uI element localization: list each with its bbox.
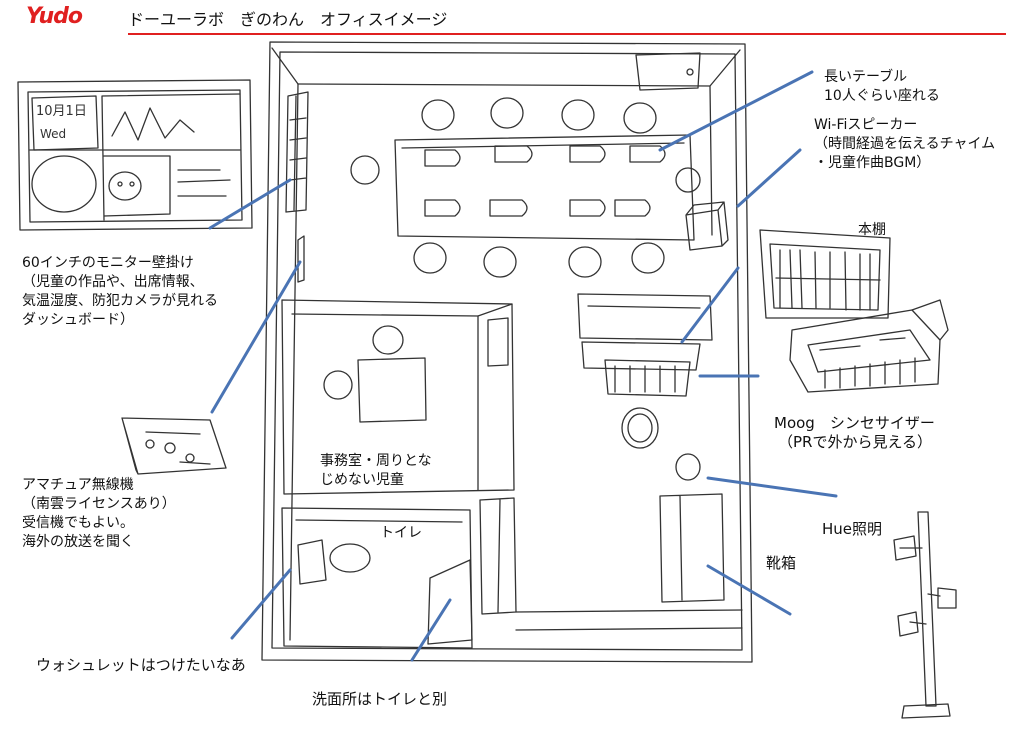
label-monitor: 60インチのモニター壁掛け （児童の作品や、出席情報、 気温湿度、防犯カメラが見…	[22, 255, 218, 328]
label-shoebox: 靴箱	[766, 554, 797, 572]
floor-strip	[515, 609, 743, 631]
door-sketch	[635, 52, 701, 91]
hue-lamp-sketch	[893, 511, 957, 719]
stools	[350, 97, 701, 278]
toilet-room	[281, 507, 473, 649]
outer-walls	[261, 41, 753, 663]
leader-speaker	[736, 148, 802, 208]
label-toilet: トイレ	[380, 525, 422, 541]
leader-hue	[706, 476, 838, 498]
leader-shoebox	[706, 564, 792, 616]
leader-monitor	[208, 178, 292, 230]
label-washroom: 洗面所はトイレと別	[312, 690, 448, 708]
bookshelf-sketch	[759, 229, 891, 319]
synth-sketch	[789, 299, 949, 393]
yudo-logo: Yudo	[26, 4, 83, 29]
leader-washroom	[410, 598, 452, 662]
label-office: 事務室・周りとな じめない児童	[320, 453, 432, 488]
label-table: 長いテーブル 10人ぐらい座れる	[824, 69, 940, 104]
label-moog: Moog シンセサイザー （PRで外から見える）	[774, 414, 935, 451]
leader-bookshelf	[680, 266, 740, 344]
leader-washlet	[230, 568, 292, 640]
sketch-date: 10月1日	[36, 104, 87, 119]
label-radio: アマチュア無線機 （南雲ライセンスあり） 受信機でもよい。 海外の放送を聞く	[22, 477, 176, 550]
wall-monitor	[285, 91, 309, 213]
label-washlet: ウォシュレットはつけたいなあ	[36, 656, 246, 674]
shoe-box	[659, 493, 725, 603]
long-table	[394, 134, 695, 241]
leader-lines	[208, 70, 838, 662]
moog-stand	[577, 293, 713, 397]
dashboard-sketch	[17, 79, 253, 231]
title-underline	[128, 33, 1006, 35]
label-bookshelf: 本棚	[858, 222, 886, 238]
sketch-day: Wed	[40, 127, 66, 141]
corridor-wall	[479, 497, 517, 615]
label-speaker: Wi-Fiスピーカー （時間経過を伝えるチャイム ・児童作曲BGM）	[814, 117, 996, 171]
leader-radio	[210, 260, 302, 414]
speaker-cube	[685, 201, 729, 251]
round-stools-right	[621, 407, 701, 481]
page-title: ドーユーラボ ぎのわん オフィスイメージ	[128, 10, 448, 29]
radio-sketch	[121, 417, 227, 475]
label-hue: Hue照明	[822, 520, 883, 538]
leader-table	[658, 70, 814, 152]
